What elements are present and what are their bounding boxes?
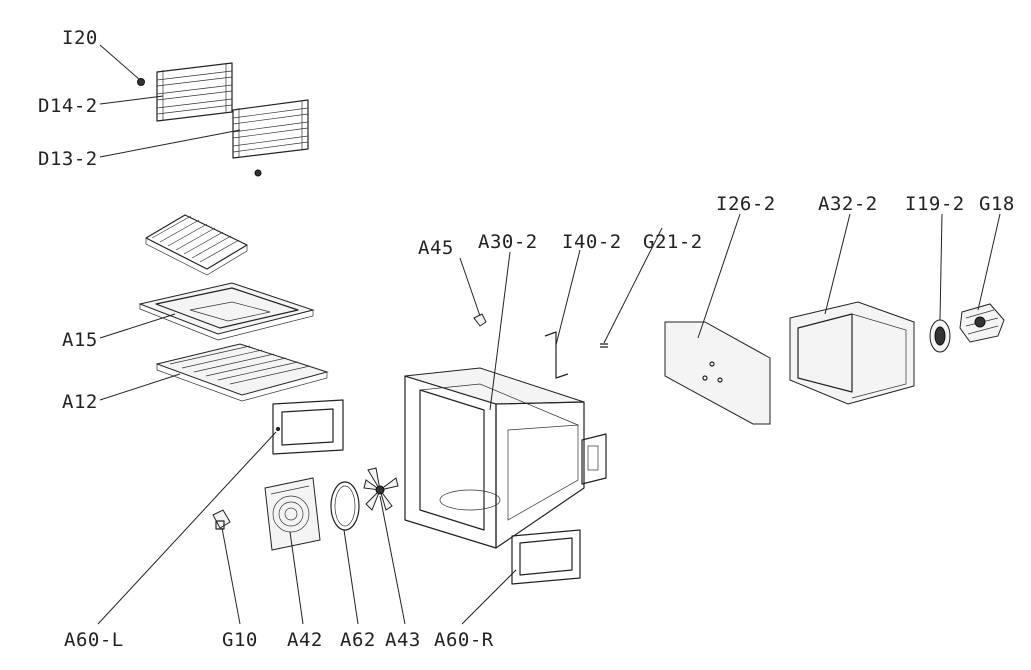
part-wire-rack	[145, 214, 248, 276]
label-a60-l: A60-L	[64, 629, 124, 651]
label-a43: A43	[385, 629, 421, 651]
part-a30-2-oven-cavity	[404, 367, 607, 549]
part-g10-lamp-holder	[212, 509, 231, 530]
part-a62-heating-ring	[330, 481, 360, 531]
label-i40-2: I40-2	[562, 231, 622, 253]
part-d14-2-side-rack	[156, 62, 233, 122]
label-a45: A45	[418, 237, 454, 259]
label-a12: A12	[62, 391, 98, 413]
label-d14-2: D14-2	[38, 95, 98, 117]
part-g18-fan-motor	[959, 303, 1005, 343]
label-g10: G10	[222, 629, 258, 651]
label-i20: I20	[62, 27, 98, 49]
part-i19-2-gasket	[929, 319, 951, 353]
label-g18: G18	[979, 193, 1015, 215]
part-g21-2-clip	[600, 343, 608, 348]
leader-i40-2	[555, 249, 581, 346]
leader-g10	[221, 527, 241, 625]
leader-a30-2	[489, 251, 511, 411]
part-d13-2-side-rack	[232, 99, 309, 177]
label-a60-r: A60-R	[434, 629, 494, 651]
leader-lines	[97, 44, 1001, 625]
leader-i20	[99, 44, 141, 81]
leader-g18	[977, 213, 1001, 311]
part-a42-fan-cover	[264, 477, 321, 551]
leader-a32-2	[824, 213, 851, 315]
part-a15-baking-tray	[138, 282, 315, 341]
label-i26-2: I26-2	[716, 193, 776, 215]
part-i20-screw	[137, 78, 145, 86]
leader-a60-r	[461, 569, 517, 625]
label-a32-2: A32-2	[818, 193, 878, 215]
label-g21-2: G21-2	[643, 231, 703, 253]
leader-a42	[289, 531, 304, 625]
leader-g21-2	[603, 227, 663, 344]
part-a43-fan-blade	[363, 467, 399, 511]
leader-a60-l	[97, 431, 277, 625]
leader-a15	[99, 313, 176, 339]
label-i19-2: I19-2	[905, 193, 965, 215]
callout-labels: I20 D14-2 D13-2 A15 A12 A45 A30-2 I40-2 …	[38, 27, 1015, 651]
leader-a12	[99, 373, 181, 401]
leader-a43	[379, 495, 406, 625]
part-i40-2-wire	[544, 331, 569, 379]
label-a42: A42	[287, 629, 323, 651]
part-a12-grill-tray	[155, 343, 329, 402]
leader-a45	[459, 257, 481, 317]
leader-d13-2	[99, 129, 241, 158]
part-a60-l-lamp-frame	[272, 399, 344, 455]
leader-i26-2	[697, 213, 741, 339]
part-i26-2-insulation	[664, 321, 771, 425]
label-a15: A15	[62, 329, 98, 351]
part-a60-r-lamp-frame	[511, 529, 581, 585]
label-a30-2: A30-2	[478, 231, 538, 253]
label-a62: A62	[340, 629, 376, 651]
label-d13-2: D13-2	[38, 148, 98, 170]
part-a32-2-outer-wrap	[789, 301, 915, 405]
leader-d14-2	[99, 95, 164, 105]
leader-i19-2	[939, 213, 943, 321]
leader-a62	[343, 529, 359, 625]
